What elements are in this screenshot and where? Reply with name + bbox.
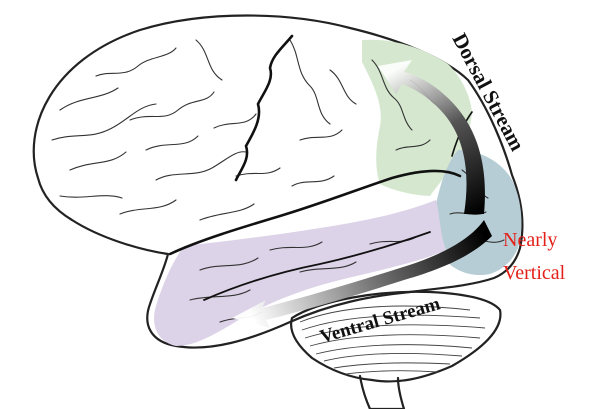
nearly-vertical-label-line1: Nearly <box>503 229 557 251</box>
nearly-vertical-label-line2: Vertical <box>503 262 566 284</box>
central-sulcus <box>236 36 292 180</box>
